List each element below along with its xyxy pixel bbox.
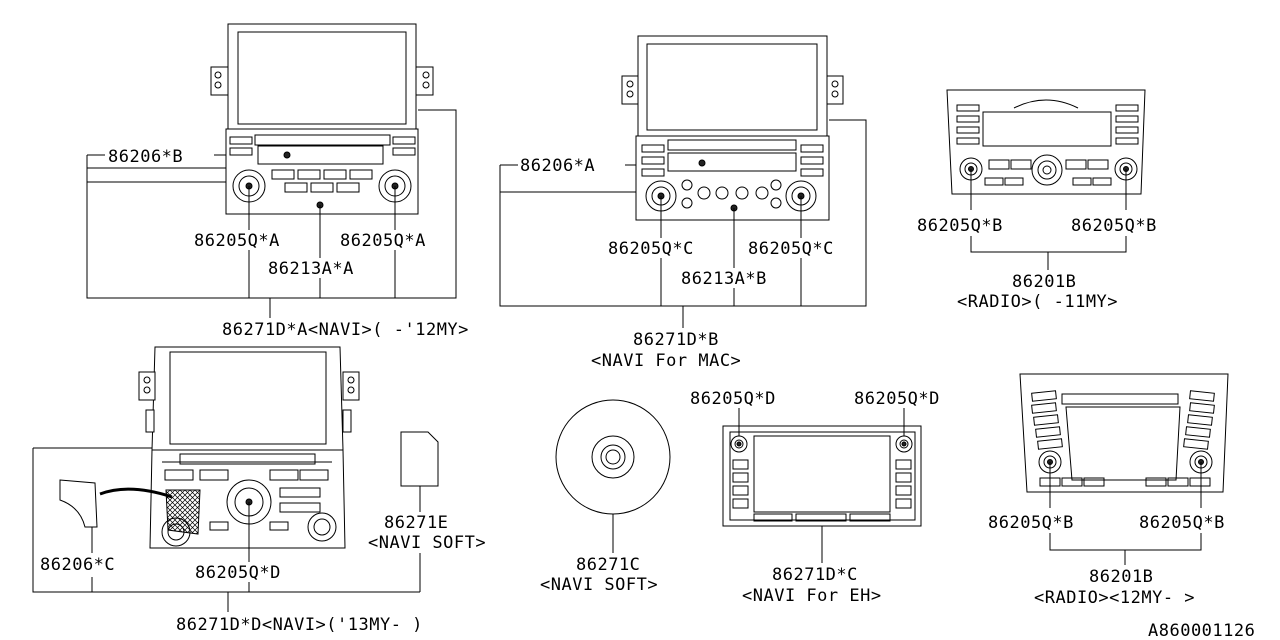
navi-b-screen [647, 44, 817, 130]
label-86205q-b-right-bottom: 86205Q*B [1139, 513, 1225, 533]
label-86271d-d: 86271D*D<NAVI>('13MY- ) [176, 615, 423, 635]
label-86205q-b-right-top: 86205Q*B [1071, 216, 1157, 236]
navi-eh-screen [754, 436, 890, 512]
label-86205q-a-right: 86205Q*A [340, 231, 426, 251]
label-86213a-a: 86213A*A [268, 259, 354, 279]
label-86205q-d-center: 86205Q*D [195, 563, 281, 583]
radio-unit-bottom [1020, 374, 1228, 565]
label-86201b-bottom-note: <RADIO><12MY- > [1034, 588, 1195, 608]
navi-eh-faceplate [723, 426, 921, 526]
label-86205q-d-right: 86205Q*D [854, 389, 940, 409]
pocket-cover-86206c [60, 480, 97, 527]
navi-soft-disc [556, 400, 670, 553]
navi-unit-b [500, 36, 866, 328]
radio-unit-top [947, 90, 1145, 270]
navi-unit-eh [723, 408, 921, 563]
disc-outer [556, 400, 670, 514]
radio-bottom-display [1066, 407, 1180, 480]
navi-d-screen-frame [152, 347, 343, 450]
radio-top-faceplate [947, 90, 1145, 194]
navi-d-hatched-pad [166, 490, 200, 534]
navi-b-cd-slot [668, 153, 796, 171]
navi-a-screen-frame [228, 24, 416, 130]
label-86205q-c-right: 86205Q*C [748, 239, 834, 259]
label-86271c-note: <NAVI SOFT> [540, 575, 658, 595]
label-86271d-b-note: <NAVI For MAC> [591, 351, 741, 371]
label-86205q-b-left-top: 86205Q*B [917, 216, 1003, 236]
label-86201b-bottom: 86201B [1089, 567, 1153, 587]
label-86271e-note: <NAVI SOFT> [368, 533, 486, 553]
navi-unit-d [33, 347, 438, 612]
label-86271d-c: 86271D*C [772, 565, 858, 585]
label-86271c: 86271C [576, 555, 640, 575]
label-86205q-a-left: 86205Q*A [194, 231, 280, 251]
radio-top-display [983, 112, 1111, 146]
navi-a-bracket-left [211, 67, 228, 95]
label-86205q-b-left-bottom: 86205Q*B [988, 513, 1074, 533]
navi-d-screen [170, 352, 326, 444]
label-86271d-c-note: <NAVI For EH> [742, 586, 882, 606]
label-86206-c: 86206*C [40, 555, 115, 575]
label-86201b-top: 86201B [1012, 272, 1076, 292]
label-86206-b: 86206*B [108, 147, 183, 167]
navi-a-cd-slot [258, 146, 383, 164]
figure-id: A860001126 [1148, 621, 1255, 640]
label-86206-a: 86206*A [520, 156, 595, 176]
navi-a-bracket-right [416, 67, 433, 95]
label-86271e: 86271E [384, 513, 448, 533]
label-86205q-c-left: 86205Q*C [608, 239, 694, 259]
label-86201b-top-note: <RADIO>( -11MY> [957, 292, 1118, 312]
label-86271d-b: 86271D*B [633, 330, 719, 350]
navi-unit-a [87, 24, 456, 318]
navi-b-screen-frame [638, 36, 827, 136]
navi-a-screen [238, 32, 406, 124]
label-86271d-a: 86271D*A<NAVI>( -'12MY> [222, 320, 469, 340]
label-86213a-b: 86213A*B [681, 269, 767, 289]
label-86205q-d-left: 86205Q*D [690, 389, 776, 409]
sd-card-86271e [401, 432, 438, 486]
callout-labels: 86206*B 86205Q*A 86205Q*A 86213A*A 86271… [40, 147, 1255, 640]
